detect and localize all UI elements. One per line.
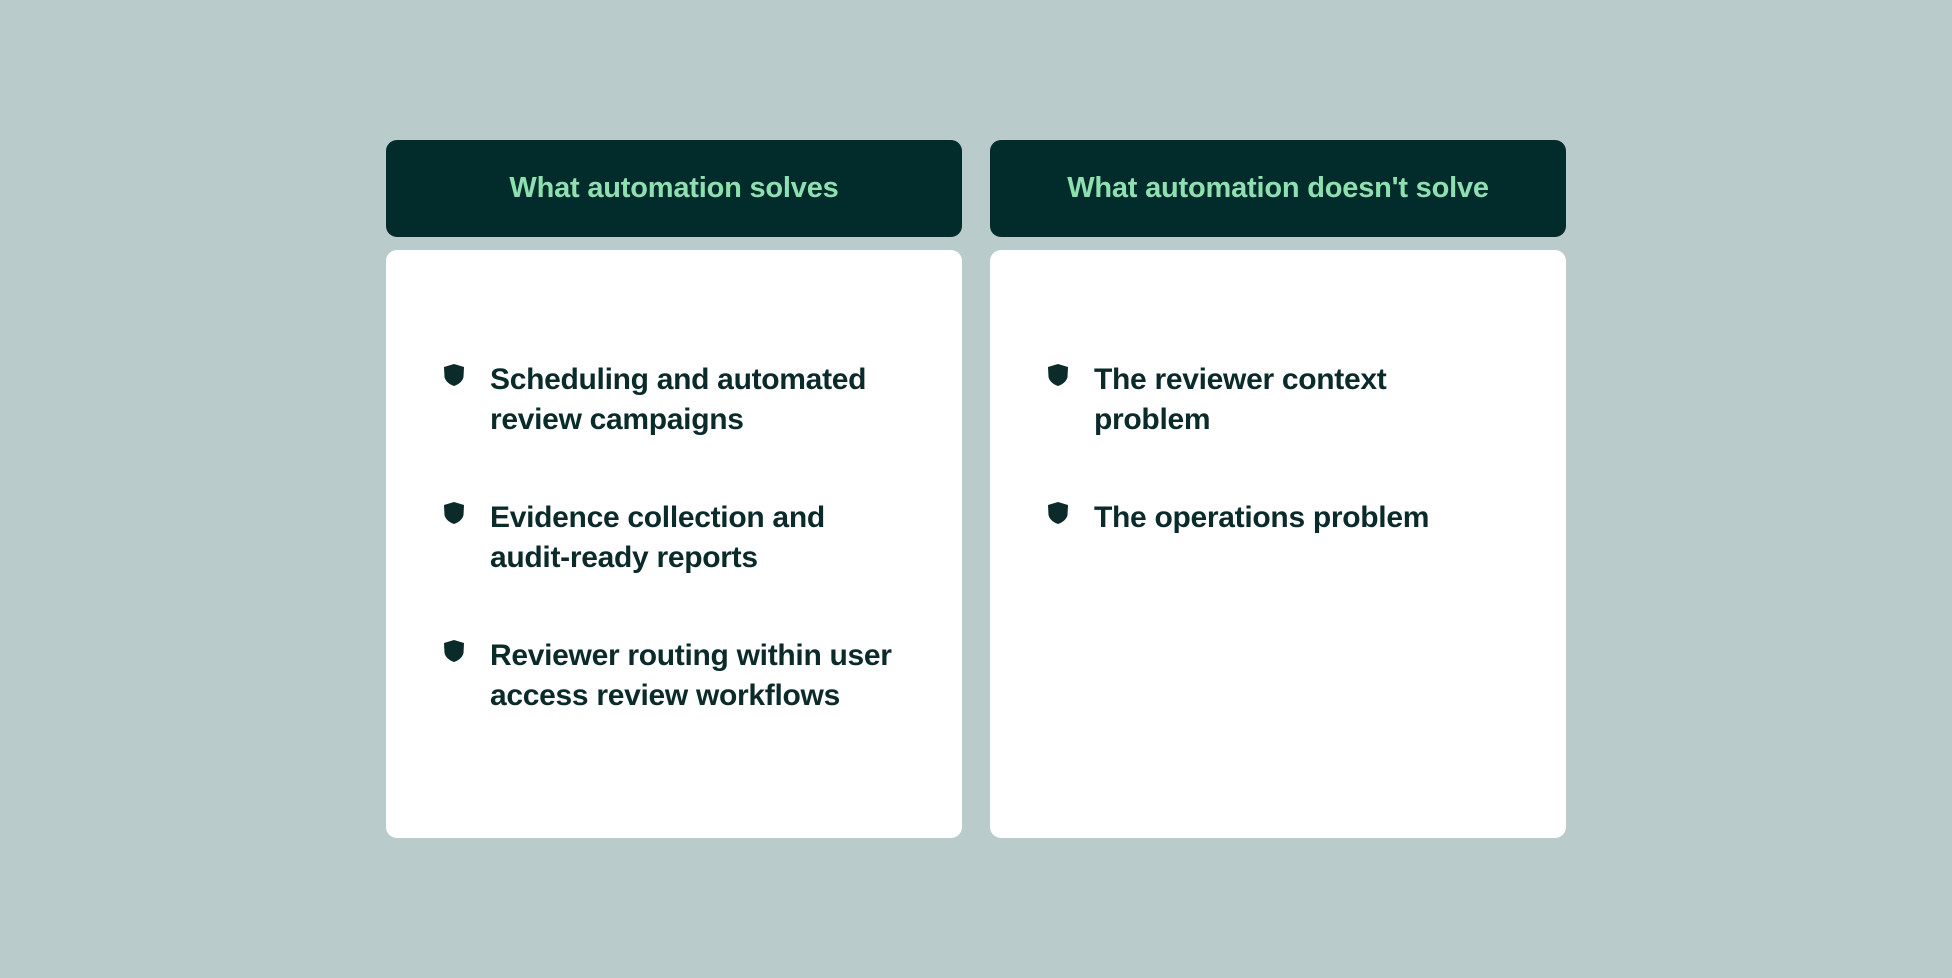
column-card: Scheduling and automated review campaign… [386, 250, 962, 838]
comparison-columns: What automation solves Scheduling and au… [386, 140, 1566, 838]
list-item: The reviewer context problem [1047, 360, 1526, 440]
list-item-text: The operations problem [1094, 501, 1430, 534]
column-doesnt-solve: What automation doesn't solve The review… [990, 140, 1566, 838]
shield-icon [1048, 502, 1068, 524]
shield-icon [444, 640, 464, 662]
list-item-text: Scheduling and automated review campaign… [490, 363, 867, 436]
column-solves: What automation solves Scheduling and au… [386, 140, 962, 838]
list-item: Evidence collection and audit-ready repo… [443, 498, 922, 578]
shield-icon [444, 502, 464, 524]
list-item-text: Evidence collection and audit-ready repo… [490, 501, 825, 574]
shield-icon [444, 364, 464, 386]
shield-icon [1048, 364, 1068, 386]
column-header: What automation solves [386, 140, 962, 237]
item-list: The reviewer context problem The operati… [1047, 360, 1526, 538]
list-item: Reviewer routing within user access revi… [443, 636, 922, 716]
list-item: The operations problem [1047, 498, 1526, 538]
list-item: Scheduling and automated review campaign… [443, 360, 922, 440]
column-title: What automation solves [509, 172, 839, 204]
list-item-text: Reviewer routing within user access revi… [490, 639, 892, 712]
column-header: What automation doesn't solve [990, 140, 1566, 237]
column-card: The reviewer context problem The operati… [990, 250, 1566, 838]
column-title: What automation doesn't solve [1067, 172, 1489, 204]
item-list: Scheduling and automated review campaign… [443, 360, 922, 716]
list-item-text: The reviewer context problem [1094, 363, 1387, 436]
